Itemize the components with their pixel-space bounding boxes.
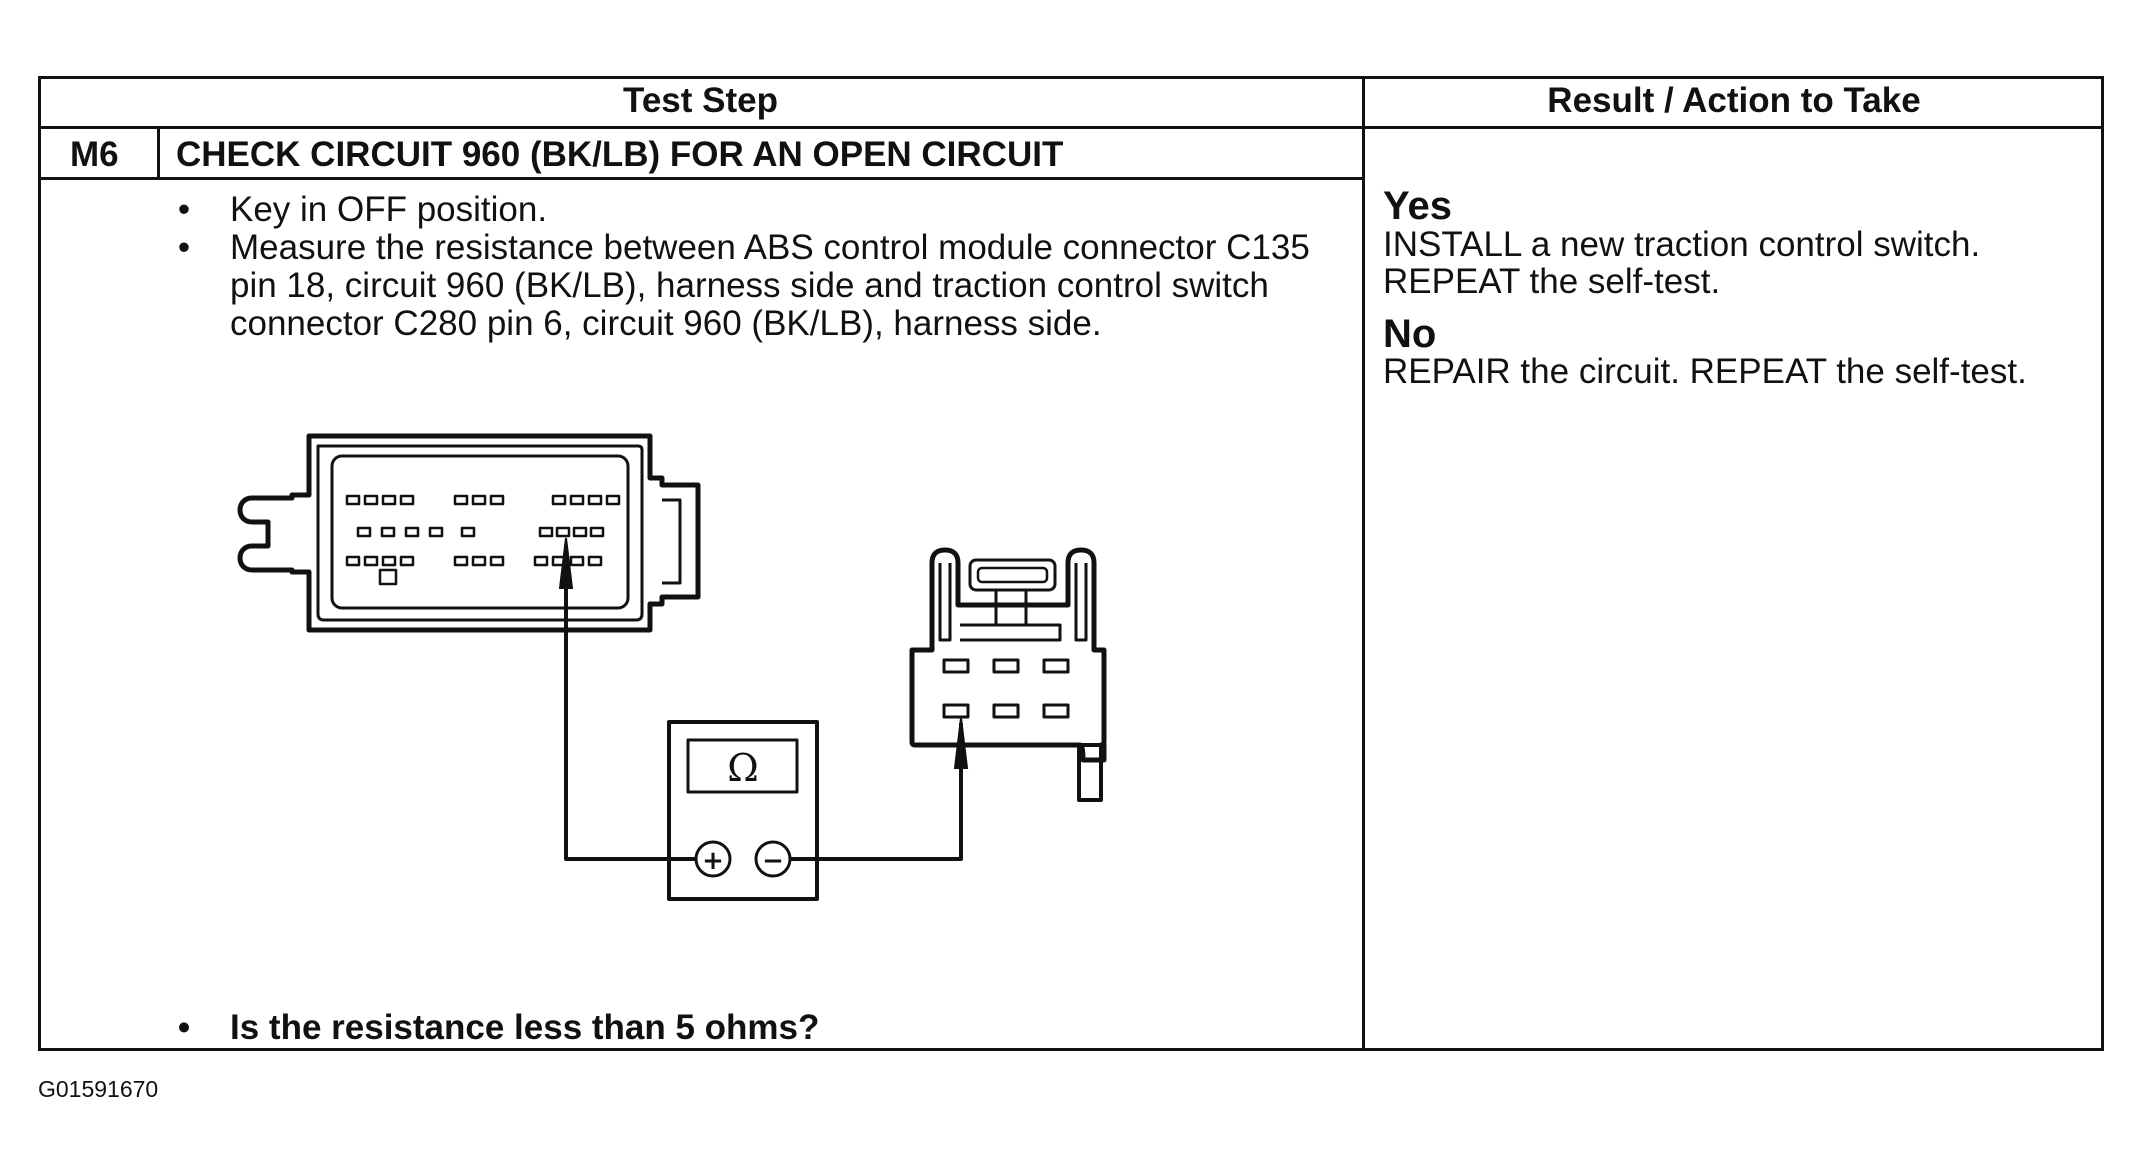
instruction-item: • Measure the resistance between ABS con… xyxy=(178,228,1360,343)
column-divider xyxy=(1362,76,1365,1051)
test-question: • Is the resistance less than 5 ohms? xyxy=(178,1008,820,1047)
abs-connector-pins xyxy=(345,494,621,586)
test-step-table xyxy=(38,76,2104,1051)
test-leads xyxy=(564,545,963,861)
header-divider xyxy=(38,126,2104,129)
step-title: CHECK CIRCUIT 960 (BK/LB) FOR AN OPEN CI… xyxy=(176,135,1064,174)
step-code: M6 xyxy=(70,135,119,174)
result-yes-line: INSTALL a new traction control switch. xyxy=(1383,225,1981,264)
bullet: • xyxy=(177,190,191,229)
positive-terminal: + xyxy=(702,846,724,876)
result-yes-label: Yes xyxy=(1383,184,1452,228)
instruction-text: Key in OFF position. xyxy=(230,190,548,229)
result-no-label: No xyxy=(1383,312,1437,356)
negative-terminal: − xyxy=(762,846,784,876)
abs-module-connector xyxy=(237,433,701,633)
result-yes-line: REPEAT the self-test. xyxy=(1383,262,1721,301)
probe-tips xyxy=(558,537,969,769)
switch-connector-pins xyxy=(942,658,1070,719)
step-title-divider xyxy=(38,177,1363,180)
instruction-item: • Key in OFF position. xyxy=(178,190,1360,229)
instruction-text: Measure the resistance between ABS contr… xyxy=(230,228,1310,343)
bullet: • xyxy=(177,1008,191,1047)
ohm-symbol: Ω xyxy=(727,746,759,790)
question-text: Is the resistance less than 5 ohms? xyxy=(230,1008,820,1047)
header-test-step: Test Step xyxy=(623,81,778,120)
figure-id: G01591670 xyxy=(38,1076,159,1102)
traction-switch-connector xyxy=(909,547,1107,802)
result-no-line: REPAIR the circuit. REPEAT the self-test… xyxy=(1383,352,2027,391)
bullet: • xyxy=(177,228,191,267)
header-result-action: Result / Action to Take xyxy=(1547,81,1921,120)
step-code-divider xyxy=(157,128,160,178)
instruction-list: • Key in OFF position. • Measure the res… xyxy=(178,190,1360,343)
